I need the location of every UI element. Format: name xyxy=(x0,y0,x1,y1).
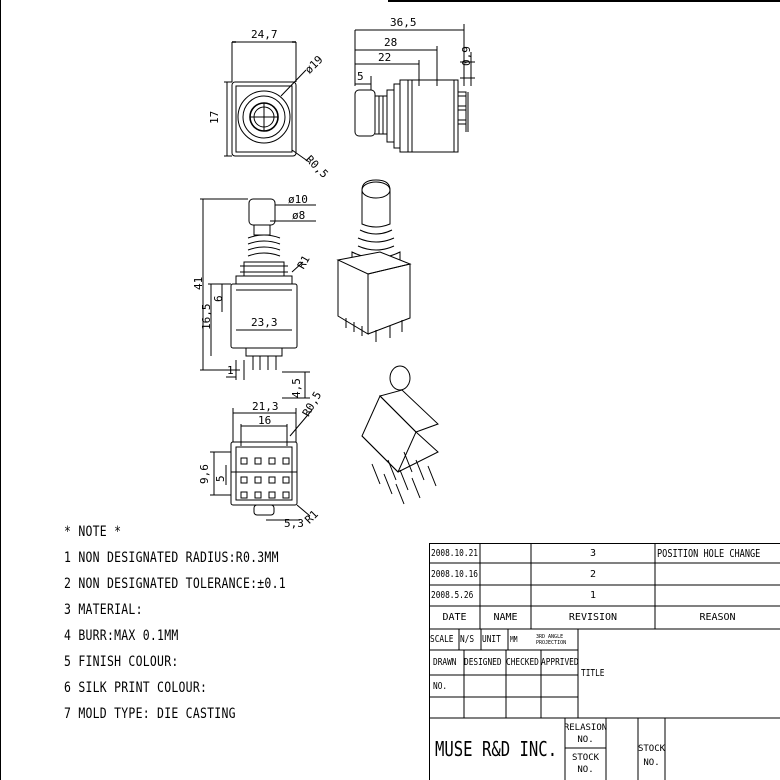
dim-r0-5-bottom: R0,5 xyxy=(300,389,325,418)
revision-number: 3 xyxy=(589,547,597,559)
dim-5-bottom: 5 xyxy=(214,475,227,482)
note-item: 7 MOLD TYPE: DIE CASTING xyxy=(64,706,236,722)
no-label: NO. xyxy=(433,680,448,692)
dim-5: 5 xyxy=(357,70,364,83)
header-revision: REVISION xyxy=(568,612,618,623)
dim-9-6: 9,6 xyxy=(198,464,211,484)
header-date: DATE xyxy=(442,612,467,623)
stock-no-label: STOCK NO. xyxy=(571,753,600,775)
dim-5-3: 5,3 xyxy=(284,517,304,530)
note-item: 1 NON DESIGNATED RADIUS:R0.3MM xyxy=(64,550,279,566)
unit-value: MM xyxy=(510,635,518,644)
dim-dia-8: ø8 xyxy=(292,209,305,222)
revision-number: 2 xyxy=(589,568,597,580)
dim-17: 17 xyxy=(208,111,221,124)
top-view xyxy=(224,41,310,163)
title-label: TITLE xyxy=(581,668,605,679)
notes-heading: * NOTE * xyxy=(64,524,122,540)
note-item: 5 FINISH COLOUR: xyxy=(64,654,179,670)
designed-label: DESIGNED xyxy=(464,657,502,668)
revision-reason: POSITION HOLE CHANGE xyxy=(657,546,761,560)
title-block-grid xyxy=(429,543,780,780)
dim-dia-19: ø19 xyxy=(302,53,325,76)
dim-r0-5-top: R0,5 xyxy=(303,153,331,181)
isometric-view-lower xyxy=(361,365,439,505)
checked-label: CHECKED xyxy=(506,657,539,668)
isometric-view-upper xyxy=(336,179,412,342)
dim-24-7: 24,7 xyxy=(251,28,278,41)
dim-dia-10: ø10 xyxy=(288,193,308,206)
relation-no-label: RELASION NO. xyxy=(563,722,608,745)
front-view xyxy=(200,198,316,399)
dim-0-9: 0,9 xyxy=(460,46,473,66)
stock-no-label-2: STOCK NO. xyxy=(637,743,666,768)
revision-date: 2008.5.26 xyxy=(431,590,474,601)
scale-value: N/S xyxy=(460,634,475,645)
revision-date: 2008.10.21 xyxy=(431,547,478,559)
approved-label: APPRIVED xyxy=(541,657,579,668)
side-view xyxy=(354,24,475,153)
dim-6: 6 xyxy=(212,295,225,302)
unit-label: UNIT xyxy=(482,634,501,645)
notes-section: * NOTE * 1 NON DESIGNATED RADIUS:R0.3MM … xyxy=(64,519,404,727)
header-name: NAME xyxy=(493,612,518,623)
dim-16: 16 xyxy=(258,414,271,427)
dim-r1-front: R1 xyxy=(295,253,313,271)
scale-label: SCALE xyxy=(430,634,454,645)
note-item: 6 SILK PRINT COLOUR: xyxy=(64,680,208,696)
bottom-view xyxy=(210,408,313,521)
revision-date: 2008.10.16 xyxy=(431,568,478,580)
dim-16-5: 16,5 xyxy=(200,304,213,331)
projection-label: 3RD ANGLE PROJECTION xyxy=(536,633,567,646)
dim-36-5: 36,5 xyxy=(390,16,417,29)
dim-41: 41 xyxy=(192,277,205,290)
dim-28: 28 xyxy=(384,36,397,49)
dim-4-5: 4,5 xyxy=(290,378,303,398)
dim-pin-1: 1 xyxy=(227,364,234,377)
revision-number: 1 xyxy=(589,590,597,601)
drawn-label: DRAWN xyxy=(433,657,457,668)
note-item: 4 BURR:MAX 0.1MM xyxy=(64,628,179,644)
dim-23-3: 23,3 xyxy=(251,316,278,329)
header-reason: REASON xyxy=(699,612,736,623)
note-item: 3 MATERIAL: xyxy=(64,602,143,618)
title-block: 2008.10.21 3 POSITION HOLE CHANGE 2008.1… xyxy=(429,543,780,780)
note-item: 2 NON DESIGNATED TOLERANCE:±0.1 xyxy=(64,576,286,592)
company-name: MUSE R&D INC. xyxy=(435,737,558,761)
dim-22: 22 xyxy=(378,51,391,64)
dim-21-3: 21,3 xyxy=(252,400,279,413)
